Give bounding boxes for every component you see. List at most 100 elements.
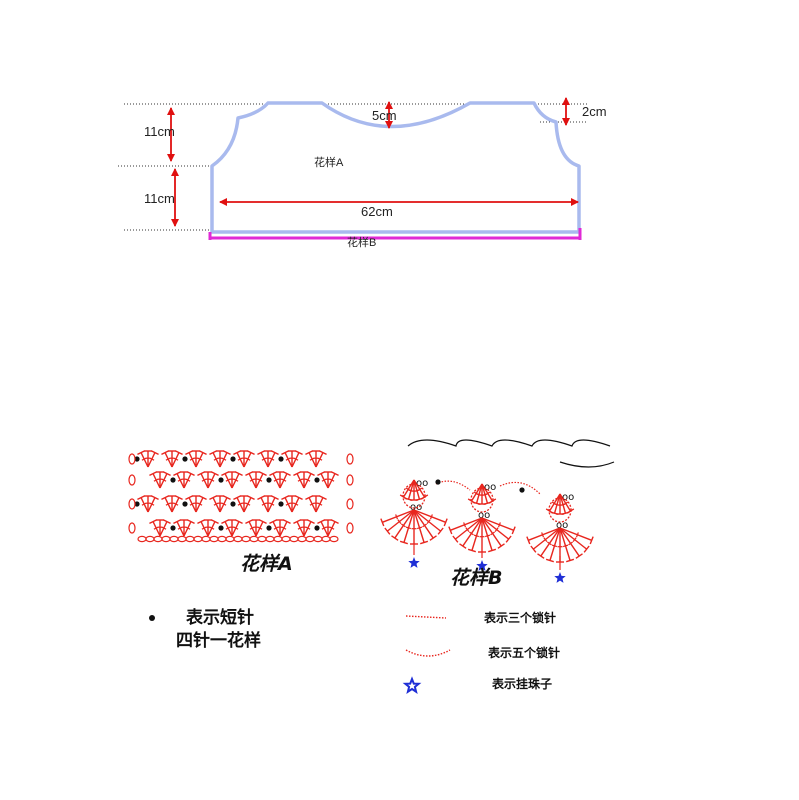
stitch-cross-bar <box>329 526 335 530</box>
stitch-top-bar <box>235 471 243 476</box>
stitch-post <box>315 497 324 513</box>
stitch-post <box>224 473 233 489</box>
stitch-top-bar <box>429 535 437 541</box>
short-stitch-dot <box>170 477 176 483</box>
stitch-post <box>171 452 180 468</box>
pattern-a-stitch-fan <box>293 519 315 537</box>
stitch-cross-bar <box>429 514 433 520</box>
short-stitch-dot <box>218 477 224 483</box>
stitch-top-bar <box>247 495 255 500</box>
stitch-cross-bar <box>161 526 167 530</box>
stitch-top-bar <box>173 471 181 476</box>
pattern-a-stitch-fan <box>317 471 339 489</box>
stitch-top-bar <box>459 543 467 549</box>
stitch-cross-bar <box>209 478 215 482</box>
stitch-top-bar <box>197 471 205 476</box>
stitch-cross-bar <box>317 457 323 461</box>
stitch-post <box>212 452 221 468</box>
foundation-chain <box>241 535 251 543</box>
stitch-post <box>284 452 293 468</box>
stitch-post <box>291 497 300 513</box>
shoulder-drop-label: 2cm <box>582 104 607 119</box>
stitch-top-bar <box>452 535 459 543</box>
stitch-top-bar <box>317 519 325 524</box>
stitch-post <box>248 473 257 489</box>
stitch-top-bar <box>295 495 303 500</box>
stitch-post <box>279 473 288 489</box>
stitch-cross-bar <box>490 531 495 536</box>
stitch-top-bar <box>211 519 219 524</box>
stitch-top-bar <box>305 495 313 500</box>
stitch-cross-bar <box>161 478 167 482</box>
chain-loop-mark: oo <box>556 520 568 531</box>
legend-chain5-label: 表示五个锁针 <box>487 645 560 660</box>
stitch-top-bar <box>209 450 217 455</box>
pattern-a-stitch-fan <box>197 519 219 537</box>
chain-connector <box>435 480 471 491</box>
short-stitch-dot <box>218 525 224 531</box>
stitch-post <box>475 483 483 504</box>
chain-loop-mark: oo <box>478 510 490 521</box>
stitch-top-bar <box>163 519 171 524</box>
stitch-cross-bar <box>465 527 470 532</box>
stitch-post <box>413 509 446 523</box>
stitch-post <box>471 517 483 551</box>
stitch-post <box>296 473 305 489</box>
stitch-cross-bar <box>397 519 402 524</box>
stitch-top-bar <box>467 498 476 504</box>
pattern-a-stitch-fan <box>281 450 303 468</box>
stitch-cross-bar <box>281 526 287 530</box>
foundation-chain <box>177 535 187 543</box>
stitch-top-bar <box>271 495 279 500</box>
stitch-cross-bar <box>269 502 275 506</box>
side-chain-left <box>128 498 136 510</box>
stitch-cross-bar <box>469 531 474 536</box>
stitch-post <box>559 493 567 514</box>
stitch-post <box>413 479 426 498</box>
stitch-cross-bar <box>329 478 335 482</box>
chain-loop <box>548 497 572 523</box>
legend-chain3-label: 表示三个锁针 <box>483 610 556 625</box>
chain-loop <box>470 487 494 513</box>
neck-depth-label: 5cm <box>372 108 397 123</box>
legend-repeat-label: 四针一花样 <box>176 630 261 651</box>
stitch-post <box>481 517 514 531</box>
short-stitch-dot <box>266 477 272 483</box>
stitch-top-bar <box>185 450 193 455</box>
pattern-a-stitch-fan <box>209 495 231 513</box>
stitch-top-bar <box>149 471 157 476</box>
stitch-top-bar <box>211 471 219 476</box>
stitch-cross-bar <box>422 523 427 528</box>
stitch-cross-bar <box>568 541 573 546</box>
stitch-cross-bar <box>149 502 155 506</box>
stitch-top-bar <box>319 495 327 500</box>
chain-connector <box>499 481 541 495</box>
stitch-cross-bar <box>209 526 215 530</box>
stitch-top-bar <box>566 558 575 563</box>
stitch-cross-bar <box>305 526 311 530</box>
foundation-chain <box>329 535 339 543</box>
lower-fan <box>380 509 448 545</box>
stitch-cross-bar <box>405 526 412 530</box>
stitch-cross-bar <box>221 502 227 506</box>
stitch-top-bar <box>295 450 303 455</box>
stitch-post <box>183 521 192 537</box>
body-outline <box>210 101 581 234</box>
stitch-cross-bar <box>405 487 411 492</box>
foundation-chain <box>217 535 227 543</box>
pattern-a-stitch-fan <box>317 519 339 537</box>
stitch-top-bar <box>223 495 231 500</box>
lower-fan <box>448 517 516 553</box>
stitch-top-bar <box>526 536 531 545</box>
stitch-post <box>188 452 197 468</box>
foundation-chain <box>193 535 203 543</box>
chain-loop-mark: oo <box>484 482 496 493</box>
pattern-a-stitch-fan <box>257 450 279 468</box>
pattern-a-stitch-fan <box>173 471 195 489</box>
stitch-top-bar <box>399 494 408 500</box>
stitch-post <box>243 497 252 513</box>
stitch-post <box>291 452 300 468</box>
stitch-post <box>386 509 415 532</box>
